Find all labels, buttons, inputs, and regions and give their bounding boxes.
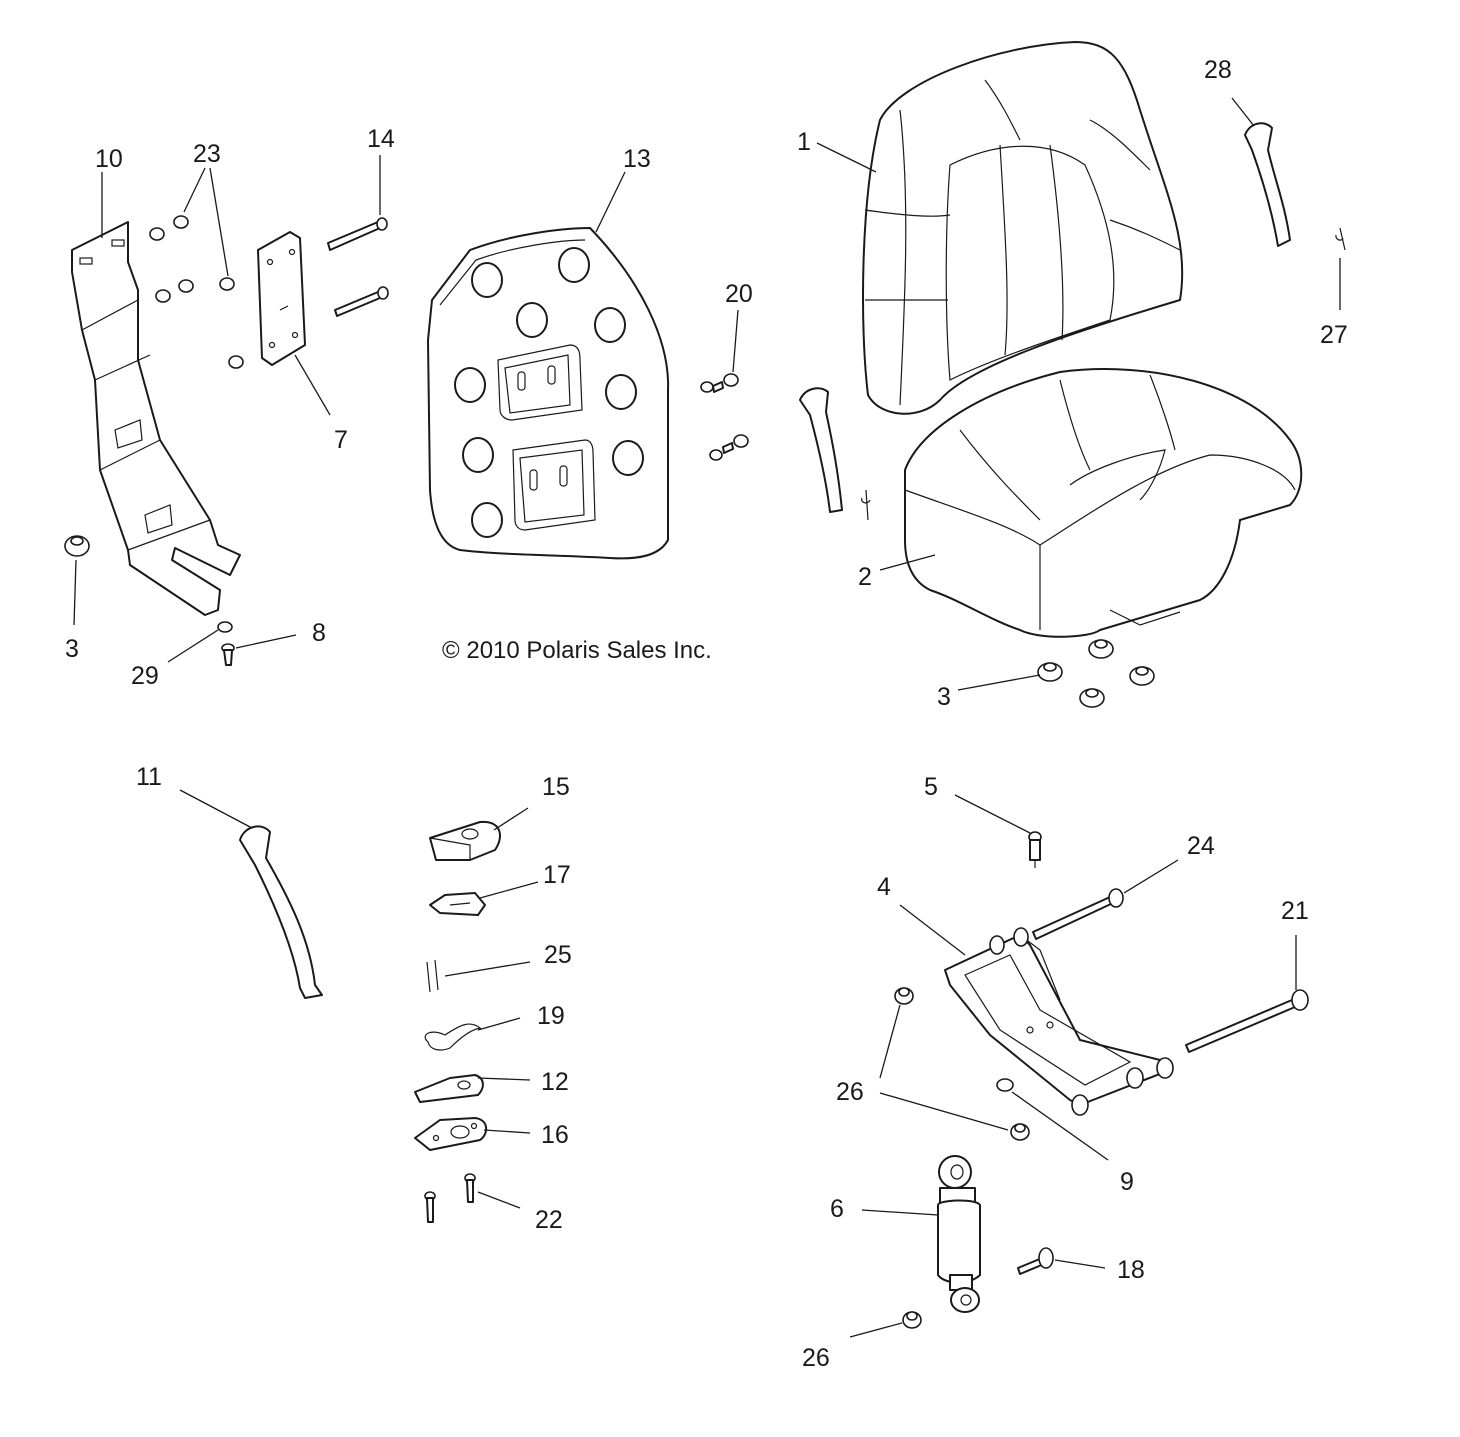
part-18-bolt bbox=[1017, 1247, 1054, 1275]
part-5-fitting bbox=[1028, 831, 1042, 868]
callout-25: 25 bbox=[544, 941, 572, 969]
part-29-washer bbox=[217, 621, 233, 633]
callout-24: 24 bbox=[1187, 832, 1215, 860]
callout-13: 13 bbox=[623, 145, 651, 173]
callout-16: 16 bbox=[541, 1121, 569, 1149]
part-3-grommets-right bbox=[1037, 639, 1155, 708]
callout-27: 27 bbox=[1320, 321, 1348, 349]
part-14-bolts bbox=[327, 217, 389, 317]
part-6-shock-absorber bbox=[937, 1155, 981, 1313]
copyright-notice: © 2010 Polaris Sales Inc. bbox=[442, 637, 712, 664]
callout-18: 18 bbox=[1117, 1256, 1145, 1284]
part-25-pins bbox=[426, 959, 439, 993]
part-9-washer bbox=[996, 1078, 1014, 1092]
callout-9: 9 bbox=[1120, 1168, 1134, 1196]
part-26-nuts bbox=[894, 987, 1030, 1329]
callout-7: 7 bbox=[334, 426, 348, 454]
callout-17: 17 bbox=[543, 861, 571, 889]
callout-6: 6 bbox=[830, 1195, 844, 1223]
part-17-latch bbox=[429, 892, 486, 916]
callout-2: 2 bbox=[858, 563, 872, 591]
callout-11: 11 bbox=[136, 763, 162, 791]
callout-3-left: 3 bbox=[65, 635, 79, 663]
callout-14: 14 bbox=[367, 125, 395, 153]
callout-21: 21 bbox=[1281, 897, 1309, 925]
callout-10: 10 bbox=[95, 145, 123, 173]
callout-29: 29 bbox=[131, 662, 159, 690]
callout-labels: 1 2 3 3 4 5 6 7 8 9 10 11 12 13 14 15 16… bbox=[65, 56, 1348, 1372]
callout-19: 19 bbox=[537, 1002, 565, 1030]
callout-12: 12 bbox=[541, 1068, 569, 1096]
callout-3-right: 3 bbox=[937, 683, 951, 711]
callout-15: 15 bbox=[542, 773, 570, 801]
callout-26-lower: 26 bbox=[802, 1344, 830, 1372]
part-15-block bbox=[429, 820, 501, 861]
callout-20: 20 bbox=[725, 280, 753, 308]
part-8-screw bbox=[221, 643, 235, 666]
callout-22: 22 bbox=[535, 1206, 563, 1234]
part-23-nuts bbox=[149, 215, 244, 369]
part-3-grommet-left bbox=[64, 535, 90, 557]
callout-8: 8 bbox=[312, 619, 326, 647]
part-27-pin bbox=[1335, 227, 1346, 251]
callout-5: 5 bbox=[924, 773, 938, 801]
part-2-seat-bottom bbox=[904, 368, 1303, 638]
part-10-bracket bbox=[71, 221, 241, 616]
callout-23: 23 bbox=[193, 140, 221, 168]
part-22-screws bbox=[424, 1173, 476, 1223]
part-16-latch-base bbox=[414, 1117, 488, 1151]
part-28-strap bbox=[1244, 122, 1291, 247]
part-24-bolt bbox=[1032, 888, 1124, 940]
part-21-bolt bbox=[1185, 989, 1309, 1053]
callout-1: 1 bbox=[797, 128, 811, 156]
part-13-seat-pan bbox=[427, 227, 670, 560]
strap-center bbox=[799, 387, 871, 521]
part-19-spring-clip bbox=[424, 1023, 482, 1051]
part-20-bolts bbox=[700, 373, 749, 461]
callout-28: 28 bbox=[1204, 56, 1232, 84]
callout-26-upper: 26 bbox=[836, 1078, 864, 1106]
part-4-suspension-frame bbox=[944, 927, 1174, 1116]
part-12-plate bbox=[414, 1074, 484, 1103]
part-7-plate bbox=[257, 231, 306, 366]
part-11-strap bbox=[239, 825, 323, 999]
part-1-seat-back bbox=[862, 41, 1184, 415]
callout-4: 4 bbox=[877, 873, 891, 901]
